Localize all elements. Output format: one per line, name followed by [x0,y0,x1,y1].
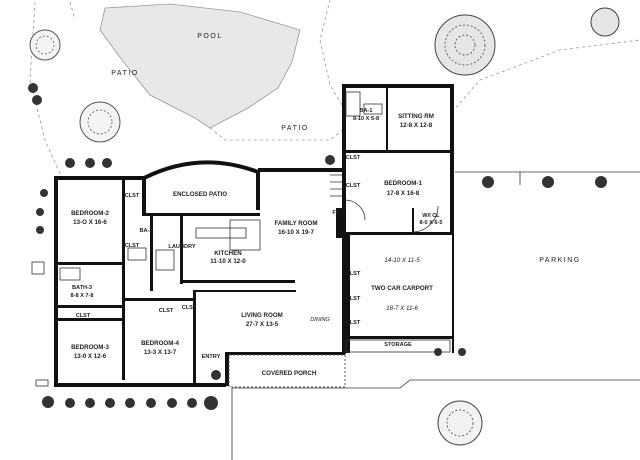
tree-icon [29,29,61,61]
closet-label: CLST [125,193,140,199]
room-dims: 8-0 X 6-5 [419,220,442,226]
storage-label: STORAGE [384,342,412,348]
room-dims: 13-O X 16-6 [73,219,107,226]
patio-label-right: PATIO [281,125,308,132]
room-carport: TWO CAR CARPORT 18-7 X 11-6 [371,285,433,312]
fixtures [59,91,451,353]
entry-label: ENTRY [202,354,221,360]
room-bedroom-3: BEDROOM-3 13-0 X 12-6 [71,344,109,360]
room-name: BEDROOM-3 [71,344,109,351]
closet-label: CLST [159,308,174,314]
room-dims: 8-8 X 7-8 [70,293,93,299]
closet-label: CLST [346,320,361,326]
carport-top-dims: 14-10 X 11-5 [384,257,420,264]
room-name: BEDROOM-1 [384,180,422,187]
closet-label: CLST [76,313,91,319]
room-dims: 8-10 X 5-8 [353,116,379,122]
room-sitting-rm: SITTING RM 12-8 X 12-8 [398,113,434,129]
room-name: BA-2 [139,228,152,234]
room-dims: 16-10 X 19-7 [278,229,314,236]
tree-icon [590,7,620,37]
room-name: ENCLOSED PATIO [173,191,227,198]
room-dims: 27-7 X 13-5 [246,321,279,328]
hvac-unit [31,261,45,275]
room-wi-cl: W/I CL 8-0 X 6-5 [419,213,442,226]
covered-porch-label: COVERED PORCH [262,370,317,377]
room-dims: 18-7 X 11-6 [386,305,418,312]
room-name: BA-1 [359,108,372,114]
tree-icon [79,101,121,143]
room-name: W/I CL [422,213,440,219]
room-bedroom-1: BEDROOM-1 17-8 X 16-8 [384,180,422,197]
room-dims: 12-8 X 12-8 [400,122,433,129]
room-bedroom-4: BEDROOM-4 13-3 X 13-7 [141,340,179,356]
room-name: KITCHEN [214,250,242,257]
parking-label: PARKING [539,257,581,264]
room-kitchen: KITCHEN 11-10 X 12-0 [210,250,246,265]
hvac-unit [35,379,49,387]
room-name: TWO CAR CARPORT [371,285,433,292]
pool: POOL [99,3,301,129]
closet-label: CLST [346,271,361,277]
fireplace-label: FP [332,210,339,216]
room-name: BEDROOM-2 [71,210,109,217]
tree-icon [434,14,496,76]
closet-label: CLST [125,243,140,249]
house-outline [54,84,454,387]
room-name: SITTING RM [398,113,434,120]
patio-boundary [29,0,640,179]
tree-icon [437,400,483,446]
room-laundry: LAUNDRY [168,244,195,250]
dining-label: DINING [310,317,330,323]
room-family-room: FAMILY ROOM 16-10 X 19-7 [275,220,318,236]
room-bedroom-2: BEDROOM-2 13-O X 16-6 [71,210,109,226]
shrub-row [28,83,607,410]
closet-label: CLST [346,296,361,302]
room-dims: 13-0 X 12-6 [74,353,107,360]
room-living-room: LIVING ROOM 27-7 X 13-5 [241,312,283,328]
room-ba-2: BA-2 [139,228,152,234]
room-dims: 17-8 X 16-8 [387,190,420,197]
closet-label: CLST [182,305,197,311]
room-dims: 13-3 X 13-7 [144,349,177,356]
room-name: FAMILY ROOM [275,220,318,227]
room-enclosed-patio: ENCLOSED PATIO [173,191,227,198]
room-name: BEDROOM-4 [141,340,179,347]
room-name: LAUNDRY [168,244,195,250]
room-name: LIVING ROOM [241,312,283,319]
covered-porch [228,354,346,388]
room-ba-1: BA-1 8-10 X 5-8 [353,108,379,122]
room-bath-3: BATH-3 8-8 X 7-8 [70,285,93,299]
pool-label: POOL [197,33,222,40]
room-dims: 11-10 X 12-0 [210,258,246,265]
closet-label: CLST [346,155,361,161]
room-name: BATH-3 [72,285,92,291]
closet-label: CLST [346,183,361,189]
interior-walls [58,88,454,383]
patio-label-left: PATIO [111,70,138,77]
